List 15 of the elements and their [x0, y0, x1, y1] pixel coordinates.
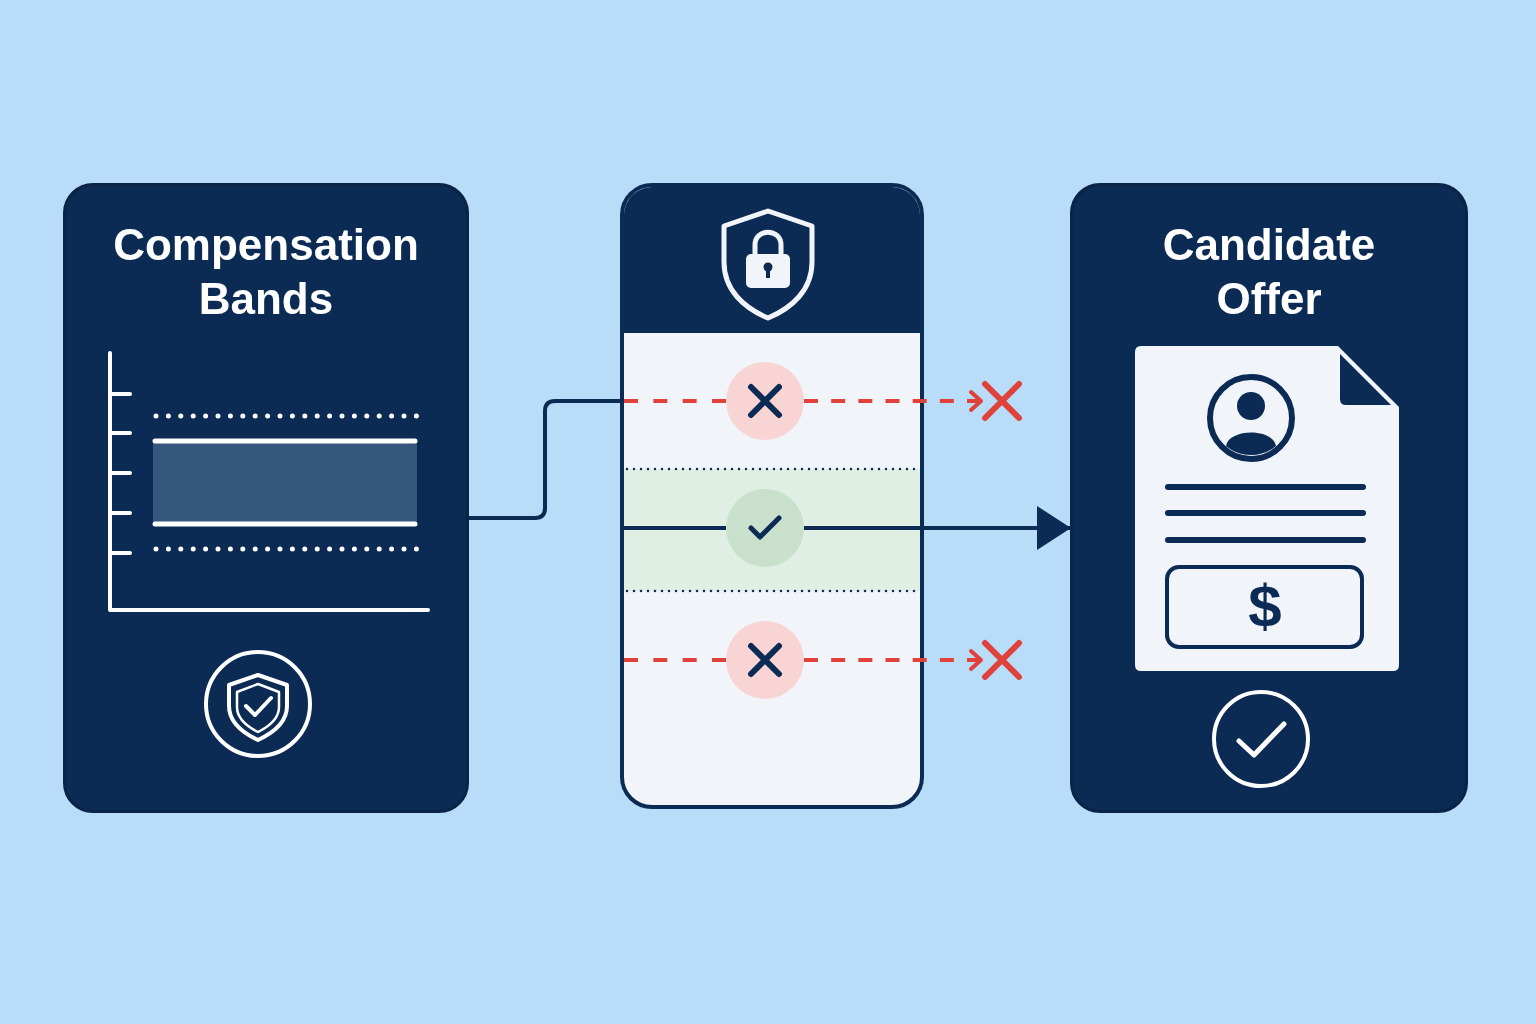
dashed-arrow [804, 390, 983, 412]
cross-mark [981, 380, 1023, 422]
connector-line [624, 526, 726, 530]
arrow [804, 506, 1071, 550]
dashed-arrow [804, 649, 983, 671]
panel-title: Compensation Bands [112, 219, 420, 325]
panel-card [1070, 183, 1468, 813]
dollar-sign: $ [1247, 574, 1283, 640]
panel-title: Candidate Offer [1161, 219, 1377, 325]
connector-line [469, 399, 620, 520]
panel-card [63, 183, 469, 813]
dashed-connector-line [624, 658, 726, 662]
cross-mark [981, 639, 1023, 681]
dashed-connector-line [624, 399, 726, 403]
filter-panel [620, 183, 924, 809]
